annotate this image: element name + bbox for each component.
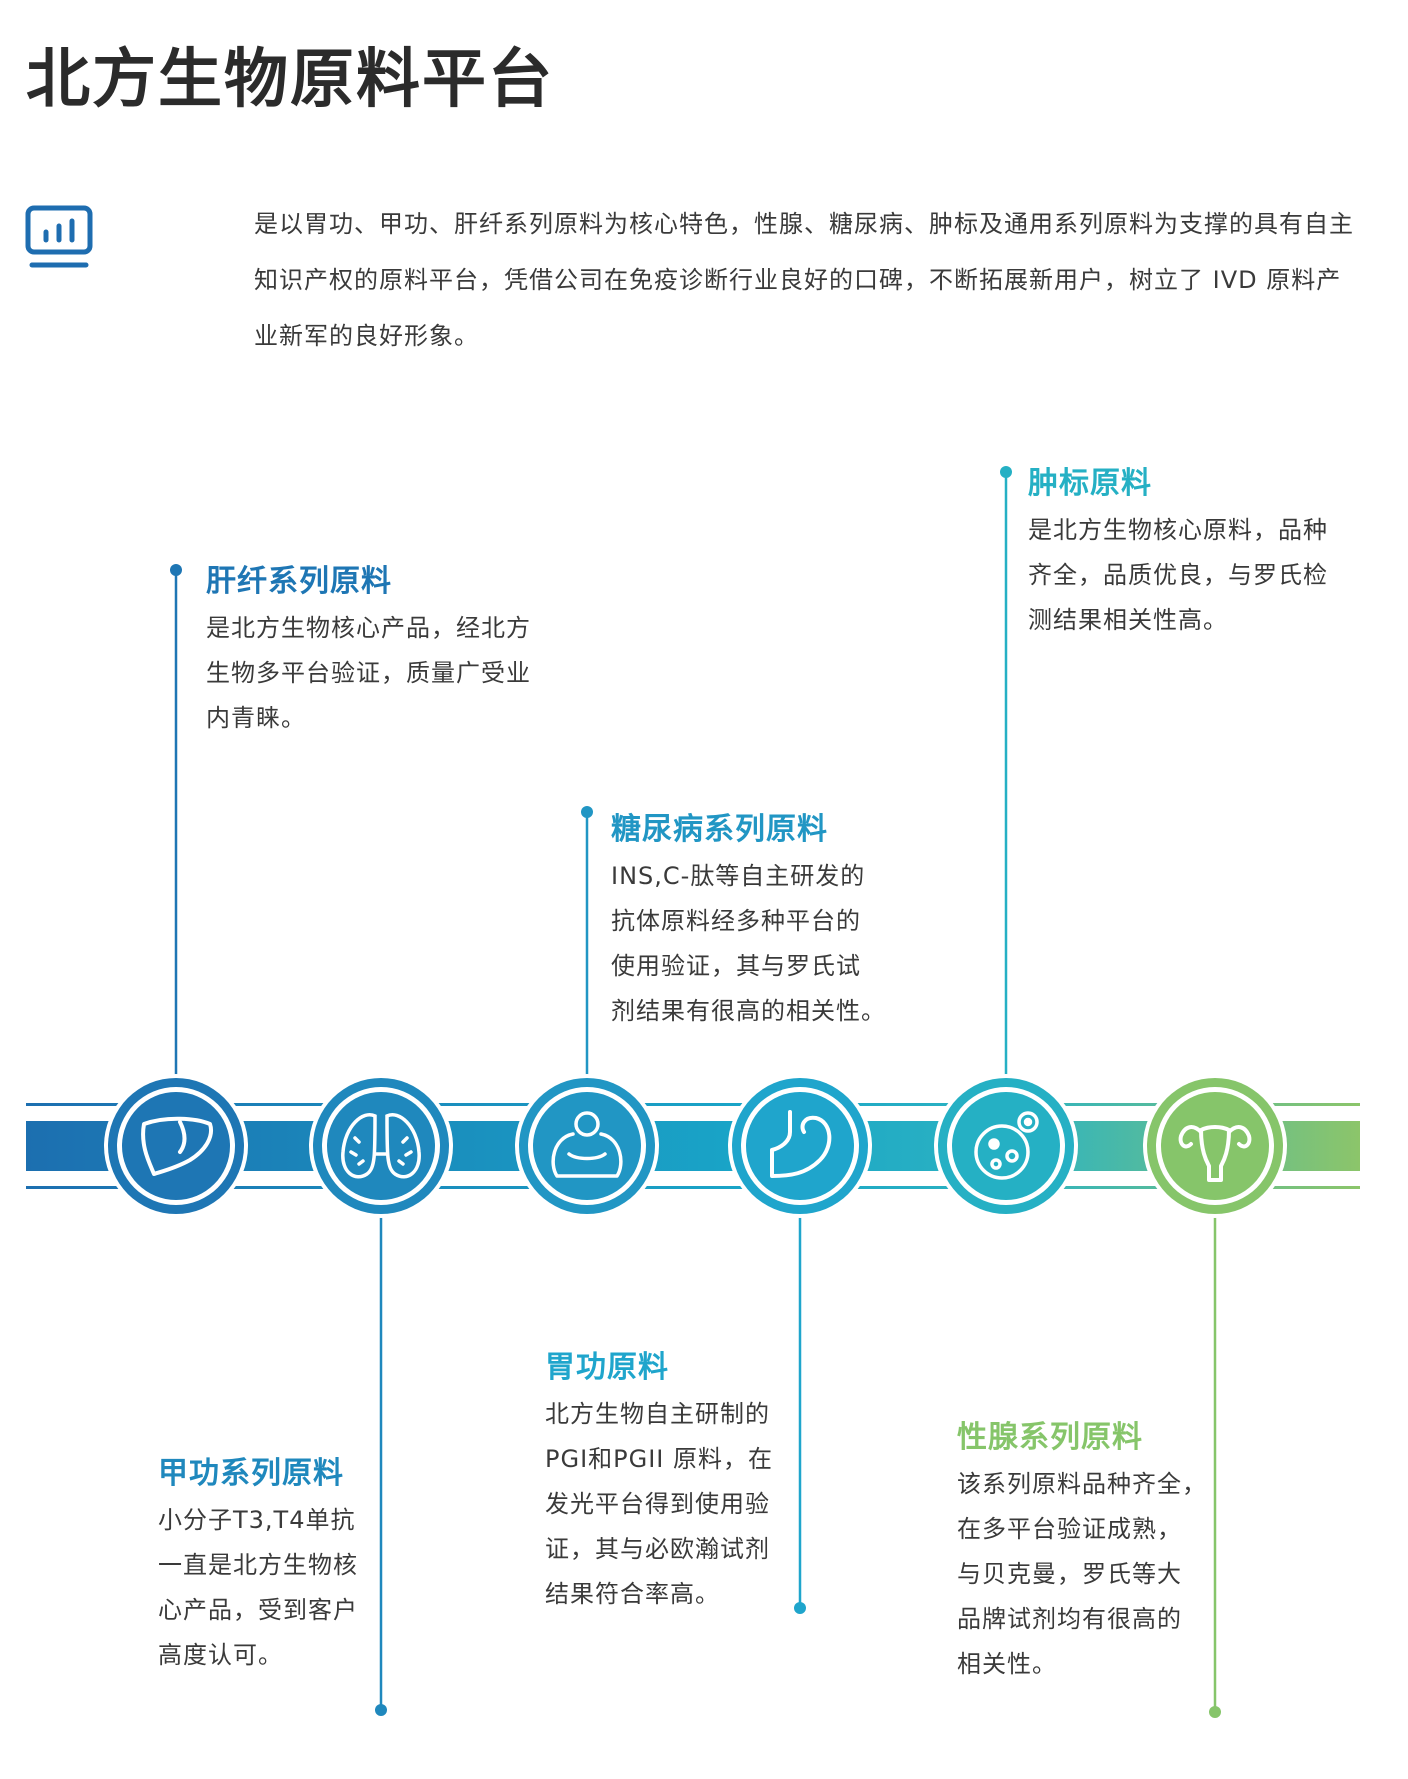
intro-paragraph: 是以胃功、甲功、肝纤系列原料为核心特色，性腺、糖尿病、肿标及通用系列原料为支撑的… (254, 210, 1354, 350)
connector-tumor (1000, 466, 1012, 1075)
item-tumor-title: 肿标原料 (1028, 466, 1152, 501)
node-liver (104, 1074, 248, 1218)
item-tumor-line: 测结果相关性高。 (1028, 606, 1228, 634)
item-gonad-line: 该系列原料品种齐全， (957, 1470, 1207, 1498)
item-stomach: 胃功原料 北方生物自主研制的 PGI和PGII 原料，在 发光平台得到使用验 证… (545, 1342, 815, 1617)
item-gonad: 性腺系列原料 该系列原料品种齐全， 在多平台验证成熟， 与贝克曼，罗氏等大 品牌… (957, 1412, 1257, 1687)
item-stomach-line: PGI和PGII 原料，在 (545, 1445, 774, 1473)
item-stomach-line: 北方生物自主研制的 (545, 1400, 770, 1428)
bar-chart-monitor-icon (25, 205, 93, 268)
item-thyroid: 甲功系列原料 小分子T3,T4单抗 一直是北方生物核 心产品，受到客户 高度认可… (158, 1448, 388, 1678)
page-title: 北方生物原料平台 (26, 43, 554, 117)
connector-gonad (1209, 1214, 1221, 1718)
item-liver-line: 是北方生物核心产品，经北方 (206, 614, 531, 642)
stomach-icon (770, 1110, 832, 1178)
item-gonad-line: 与贝克曼，罗氏等大 (957, 1560, 1182, 1588)
node-diabetes (515, 1074, 659, 1218)
item-thyroid-line: 一直是北方生物核 (158, 1551, 358, 1579)
item-stomach-line: 发光平台得到使用验 (545, 1490, 770, 1518)
item-gonad-line: 在多平台验证成熟， (957, 1515, 1182, 1543)
item-diabetes-title: 糖尿病系列原料 (611, 812, 828, 847)
connector-diabetes (581, 806, 593, 1075)
item-thyroid-title: 甲功系列原料 (158, 1456, 344, 1491)
item-gonad-title: 性腺系列原料 (957, 1420, 1143, 1455)
node-gonad (1143, 1074, 1287, 1218)
connector-thyroid (375, 1214, 387, 1716)
uterus-icon (1178, 1125, 1252, 1182)
item-tumor: 肿标原料 是北方生物核心原料，品种 齐全，品质优良，与罗氏检 测结果相关性高。 (1028, 458, 1358, 643)
item-thyroid-line: 心产品，受到客户 (158, 1596, 358, 1624)
item-gonad-line: 相关性。 (957, 1650, 1057, 1678)
item-stomach-title: 胃功原料 (545, 1350, 669, 1385)
node-stomach (728, 1074, 872, 1218)
item-stomach-line: 证，其与必欧瀚试剂 (545, 1535, 770, 1563)
item-diabetes-line: INS,C-肽等自主研发的 (611, 862, 866, 890)
tumor-cell-icon (974, 1111, 1039, 1180)
node-tumor (934, 1074, 1078, 1218)
item-liver-title: 肝纤系列原料 (206, 564, 392, 599)
item-diabetes-line: 剂结果有很高的相关性。 (611, 997, 886, 1025)
timeline-band (26, 1103, 1360, 1189)
item-thyroid-line: 小分子T3,T4单抗 (158, 1506, 356, 1534)
item-liver-line: 生物多平台验证，质量广受业 (206, 659, 531, 687)
item-stomach-line: 结果符合率高。 (545, 1580, 720, 1608)
item-liver: 肝纤系列原料 是北方生物核心产品，经北方 生物多平台验证，质量广受业 内青睐。 (206, 556, 556, 741)
item-liver-line: 内青睐。 (206, 704, 306, 732)
item-diabetes: 糖尿病系列原料 INS,C-肽等自主研发的 抗体原料经多种平台的 使用验证，其与… (611, 804, 911, 1034)
item-tumor-line: 齐全，品质优良，与罗氏检 (1028, 561, 1328, 589)
liver-icon (141, 1116, 213, 1176)
item-thyroid-line: 高度认可。 (158, 1641, 283, 1669)
item-tumor-line: 是北方生物核心原料，品种 (1028, 516, 1328, 544)
item-gonad-line: 品牌试剂均有很高的 (957, 1605, 1182, 1633)
node-thyroid (309, 1074, 453, 1218)
item-diabetes-line: 使用验证，其与罗氏试 (611, 952, 861, 980)
thyroid-icon (341, 1113, 421, 1179)
connector-liver (170, 564, 182, 1075)
item-diabetes-line: 抗体原料经多种平台的 (611, 907, 861, 935)
connector-stomach (794, 1214, 806, 1614)
diabetes-person-icon (551, 1111, 623, 1178)
